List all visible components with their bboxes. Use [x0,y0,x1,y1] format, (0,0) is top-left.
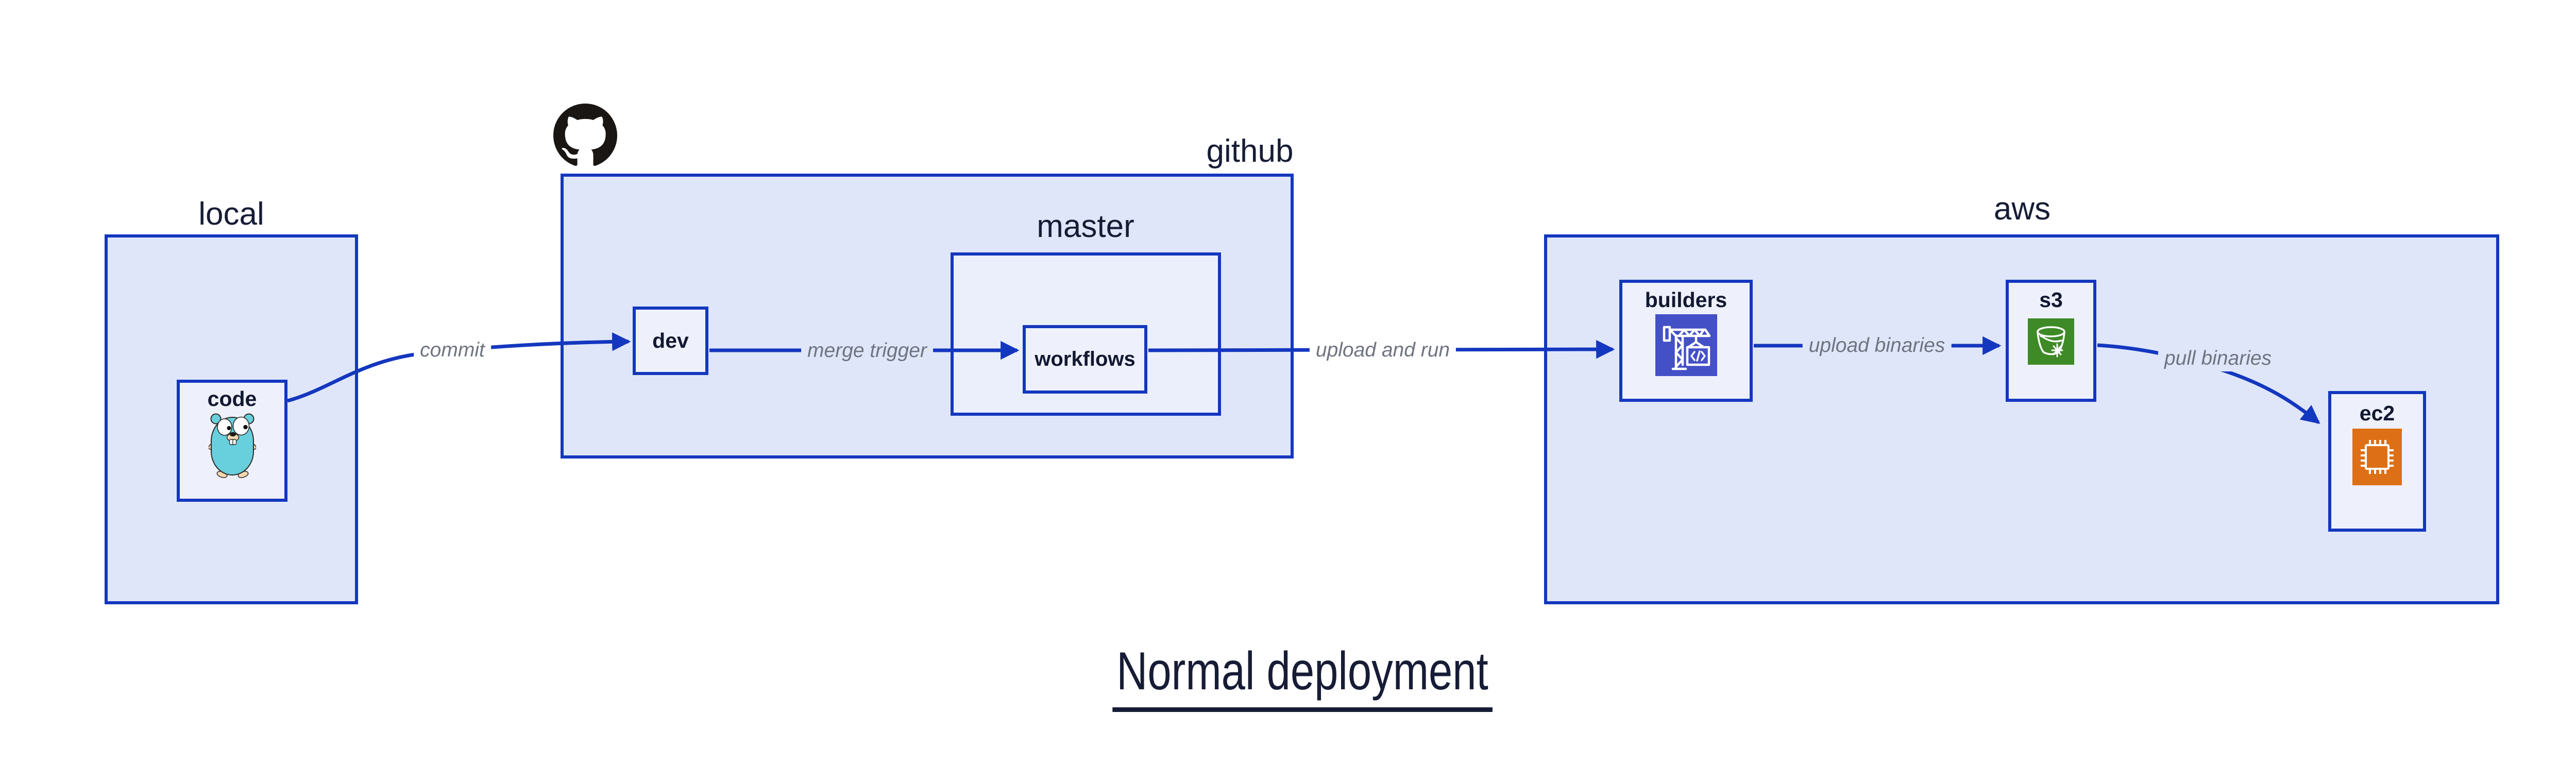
node-code: code [177,380,287,502]
node-ec2: ec2 [2328,391,2426,532]
group-label-master: master [1037,209,1134,244]
node-dev: dev [633,307,708,375]
codebuild-crane-icon [1655,314,1717,376]
group-label-aws: aws [1993,191,2051,227]
go-gopher-icon [208,413,256,478]
diagram-title: Normal deployment [1112,641,1493,712]
node-workflows: workflows [1023,325,1147,394]
group-label-local: local [198,196,264,232]
edge-label-merge-trigger: merge trigger [801,338,933,364]
ec2-chip-icon [2352,429,2402,485]
edge-label-commit: commit [414,337,491,363]
s3-bucket-icon [2028,318,2074,365]
group-label-github: github [1206,133,1294,169]
node-label-code: code [207,387,257,411]
edge-label-pull-binaries: pull binaries [2158,346,2278,371]
octocat-icon [553,104,617,166]
node-builders: builders [1619,280,1753,402]
edge-label-upload-binaries: upload binaries [1802,333,1952,359]
node-label-workflows: workflows [1035,348,1136,370]
edge-label-upload-and-run: upload and run [1309,337,1456,363]
node-label-s3: s3 [2039,288,2063,312]
node-label-ec2: ec2 [2359,401,2395,425]
node-label-builders: builders [1645,288,1727,312]
node-s3: s3 [2006,280,2096,402]
node-label-dev: dev [652,329,689,352]
